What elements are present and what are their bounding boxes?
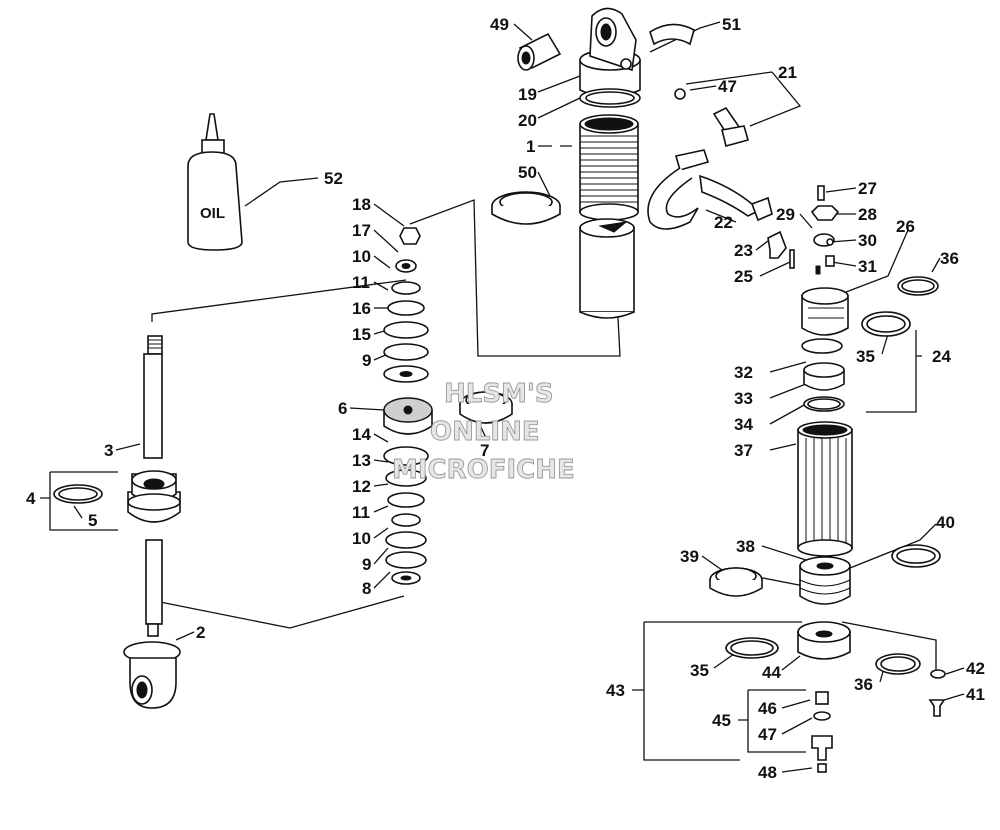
- callout-40: 40: [936, 513, 955, 532]
- valve-stack: [383, 227, 429, 383]
- callout-19: 19: [518, 85, 537, 104]
- callout-1: 1: [526, 137, 535, 156]
- callout-50: 50: [518, 163, 537, 182]
- callout-33: 33: [734, 389, 753, 408]
- callout-6: 6: [338, 399, 347, 418]
- callout-3: 3: [104, 441, 113, 460]
- part-1-reservoir-body: [579, 114, 639, 221]
- parts-27-31-small: [810, 185, 840, 275]
- leader-lines: [40, 21, 965, 773]
- callout-12: 12: [352, 477, 371, 496]
- callout-52: 52: [324, 169, 343, 188]
- callout-47-upper: 47: [718, 77, 737, 96]
- part-36-ring-upper: [897, 276, 939, 296]
- part-52-oil-bottle: OIL: [187, 113, 243, 251]
- part-20-o-ring: [579, 88, 641, 108]
- part-38-floating-piston: [799, 556, 851, 605]
- callout-24: 24: [932, 347, 951, 366]
- callout-51: 51: [722, 15, 741, 34]
- watermark-line-1: HLSM'S: [444, 379, 554, 409]
- callout-17: 17: [352, 221, 371, 240]
- callout-16: 16: [352, 299, 371, 318]
- part-2-lower-mount: [123, 539, 181, 709]
- callout-13: 13: [352, 451, 371, 470]
- callout-32: 32: [734, 363, 753, 382]
- part-39-ring: [709, 567, 763, 597]
- part-36-ring-lower: [875, 653, 921, 675]
- part-37-reservoir-canister: [797, 421, 853, 557]
- callout-27: 27: [858, 179, 877, 198]
- part-6-piston: [383, 397, 433, 435]
- part-19-top-mount: [579, 7, 641, 98]
- part-25-pin: [789, 249, 795, 269]
- callout-11-upper: 11: [352, 273, 370, 292]
- callout-45: 45: [712, 711, 731, 730]
- callout-29: 29: [776, 205, 795, 224]
- callout-35-upper: 35: [856, 347, 875, 366]
- callout-22: 22: [714, 213, 733, 232]
- watermark: HLSM'S ONLINE MICROFICHE: [392, 379, 576, 486]
- callout-23: 23: [734, 241, 753, 260]
- callout-9-lower: 9: [362, 555, 371, 574]
- part-40-ring: [891, 544, 941, 568]
- callout-44: 44: [762, 663, 781, 682]
- watermark-line-2: ONLINE: [430, 417, 540, 447]
- part-35-ring-upper: [861, 311, 911, 337]
- callout-37: 37: [734, 441, 753, 460]
- callout-36-upper: 36: [940, 249, 959, 268]
- callout-35-lower: 35: [690, 661, 709, 680]
- callout-5: 5: [88, 511, 97, 530]
- callout-14: 14: [352, 425, 371, 444]
- callout-41: 41: [966, 685, 985, 704]
- callout-42: 42: [966, 659, 985, 678]
- callout-36-lower: 36: [854, 675, 873, 694]
- watermark-line-3: MICROFICHE: [392, 455, 575, 485]
- callout-9-upper: 9: [362, 351, 371, 370]
- callout-39: 39: [680, 547, 699, 566]
- callout-2: 2: [196, 623, 205, 642]
- parts-32-34: [801, 338, 845, 412]
- oil-bottle-label: OIL: [200, 205, 225, 222]
- callout-34: 34: [734, 415, 753, 434]
- callout-43: 43: [606, 681, 625, 700]
- callout-26: 26: [896, 217, 915, 236]
- callout-21: 21: [778, 63, 797, 82]
- callout-7: 7: [480, 441, 489, 460]
- callout-10-upper: 10: [352, 247, 371, 266]
- callout-11-lower: 11: [352, 503, 370, 522]
- part-3-shaft: [143, 335, 163, 459]
- parts-41-42: [928, 669, 946, 717]
- callout-15: 15: [352, 325, 371, 344]
- callout-47-lower: 47: [758, 725, 777, 744]
- part-49-bushing: [517, 32, 562, 71]
- part-44-end-cap: [797, 621, 851, 660]
- callout-38: 38: [736, 537, 755, 556]
- callout-labels: 49 51 21 47 19 20 1 50 52 18 17 10 11 16…: [26, 15, 985, 782]
- parts-45-48-valve: [811, 691, 833, 773]
- lower-valve-stack: [383, 446, 429, 585]
- part-4-seal-head: [53, 470, 181, 523]
- callout-20: 20: [518, 111, 537, 130]
- callout-49: 49: [490, 15, 509, 34]
- callout-18: 18: [352, 195, 371, 214]
- callout-10-lower: 10: [352, 529, 371, 548]
- callout-4: 4: [26, 489, 36, 508]
- part-51-clip: [649, 23, 695, 46]
- part-23-fitting: [767, 230, 787, 259]
- callout-48: 48: [758, 763, 777, 782]
- callout-30: 30: [858, 231, 877, 250]
- part-26-reservoir-cap: [801, 287, 849, 336]
- callout-46: 46: [758, 699, 777, 718]
- part-35-ring-lower: [725, 637, 779, 659]
- callout-31: 31: [858, 257, 877, 276]
- part-7-piston-ring: [459, 391, 513, 424]
- shock-body-cylinder: [579, 218, 635, 319]
- part-50-collar: [491, 191, 561, 225]
- callout-28: 28: [858, 205, 877, 224]
- part-21-hose-assembly: [647, 88, 773, 230]
- callout-8: 8: [362, 579, 371, 598]
- callout-25: 25: [734, 267, 753, 286]
